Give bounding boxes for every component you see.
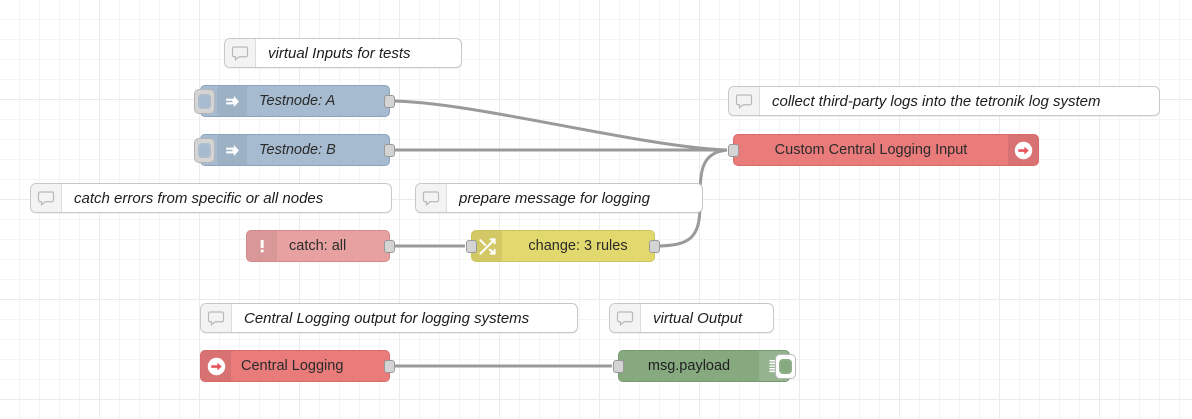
link-in-icon: [201, 351, 231, 381]
node-label: Testnode: A: [259, 93, 336, 109]
comment-icon: [225, 39, 256, 67]
output-port[interactable]: [384, 360, 395, 373]
comment-label: prepare message for logging: [459, 189, 650, 207]
comment-node-virtual-inputs[interactable]: virtual Inputs for tests: [224, 38, 462, 68]
comment-icon: [31, 184, 62, 212]
node-label: Testnode: B: [259, 142, 336, 158]
output-port[interactable]: [649, 240, 660, 253]
node-label: change: 3 rules: [528, 238, 628, 254]
output-port[interactable]: [384, 144, 395, 157]
comment-node-prepare-message[interactable]: prepare message for logging: [415, 183, 703, 213]
link-out-node-custom-central-logging-input[interactable]: Custom Central Logging Input: [728, 134, 1039, 166]
comment-icon: [610, 304, 641, 332]
comment-icon: [201, 304, 232, 332]
debug-enable-toggle[interactable]: [775, 354, 796, 379]
catch-exclamation-icon: [247, 231, 277, 261]
inject-arrow-icon: [217, 86, 247, 116]
wire-testnode-a-to-link-out: [389, 99, 728, 152]
link-in-node-central-logging[interactable]: Central Logging: [200, 350, 395, 382]
node-label: Custom Central Logging Input: [774, 142, 968, 158]
input-port[interactable]: [613, 360, 624, 373]
comment-label: catch errors from specific or all nodes: [74, 189, 324, 207]
input-port[interactable]: [728, 144, 739, 157]
output-port[interactable]: [384, 95, 395, 108]
comment-node-virtual-output[interactable]: virtual Output: [609, 303, 774, 333]
inject-trigger-button[interactable]: [194, 138, 215, 163]
comment-label: virtual Inputs for tests: [268, 44, 411, 62]
inject-trigger-button[interactable]: [194, 89, 215, 114]
comment-label: collect third-party logs into the tetron…: [772, 92, 1101, 110]
change-node-3-rules[interactable]: change: 3 rules: [466, 230, 660, 262]
node-label: Central Logging: [241, 358, 344, 374]
node-label: msg.payload: [647, 358, 731, 374]
comment-icon: [729, 87, 760, 115]
comment-node-catch-errors[interactable]: catch errors from specific or all nodes: [30, 183, 392, 213]
inject-node-testnode-a[interactable]: Testnode: A: [194, 85, 395, 117]
comment-icon: [416, 184, 447, 212]
comment-node-central-logging-output[interactable]: Central Logging output for logging syste…: [200, 303, 578, 333]
comment-label: virtual Output: [653, 309, 743, 327]
comment-node-collect-logs[interactable]: collect third-party logs into the tetron…: [728, 86, 1160, 116]
inject-arrow-icon: [217, 135, 247, 165]
catch-node-all[interactable]: catch: all: [246, 230, 395, 262]
input-port[interactable]: [466, 240, 477, 253]
inject-node-testnode-b[interactable]: Testnode: B: [194, 134, 395, 166]
comment-label: Central Logging output for logging syste…: [244, 309, 530, 327]
node-label: catch: all: [289, 238, 347, 254]
output-port[interactable]: [384, 240, 395, 253]
debug-node-msg-payload[interactable]: msg.payload: [613, 350, 796, 382]
link-out-icon: [1008, 135, 1038, 165]
change-shuffle-icon: [472, 231, 502, 261]
